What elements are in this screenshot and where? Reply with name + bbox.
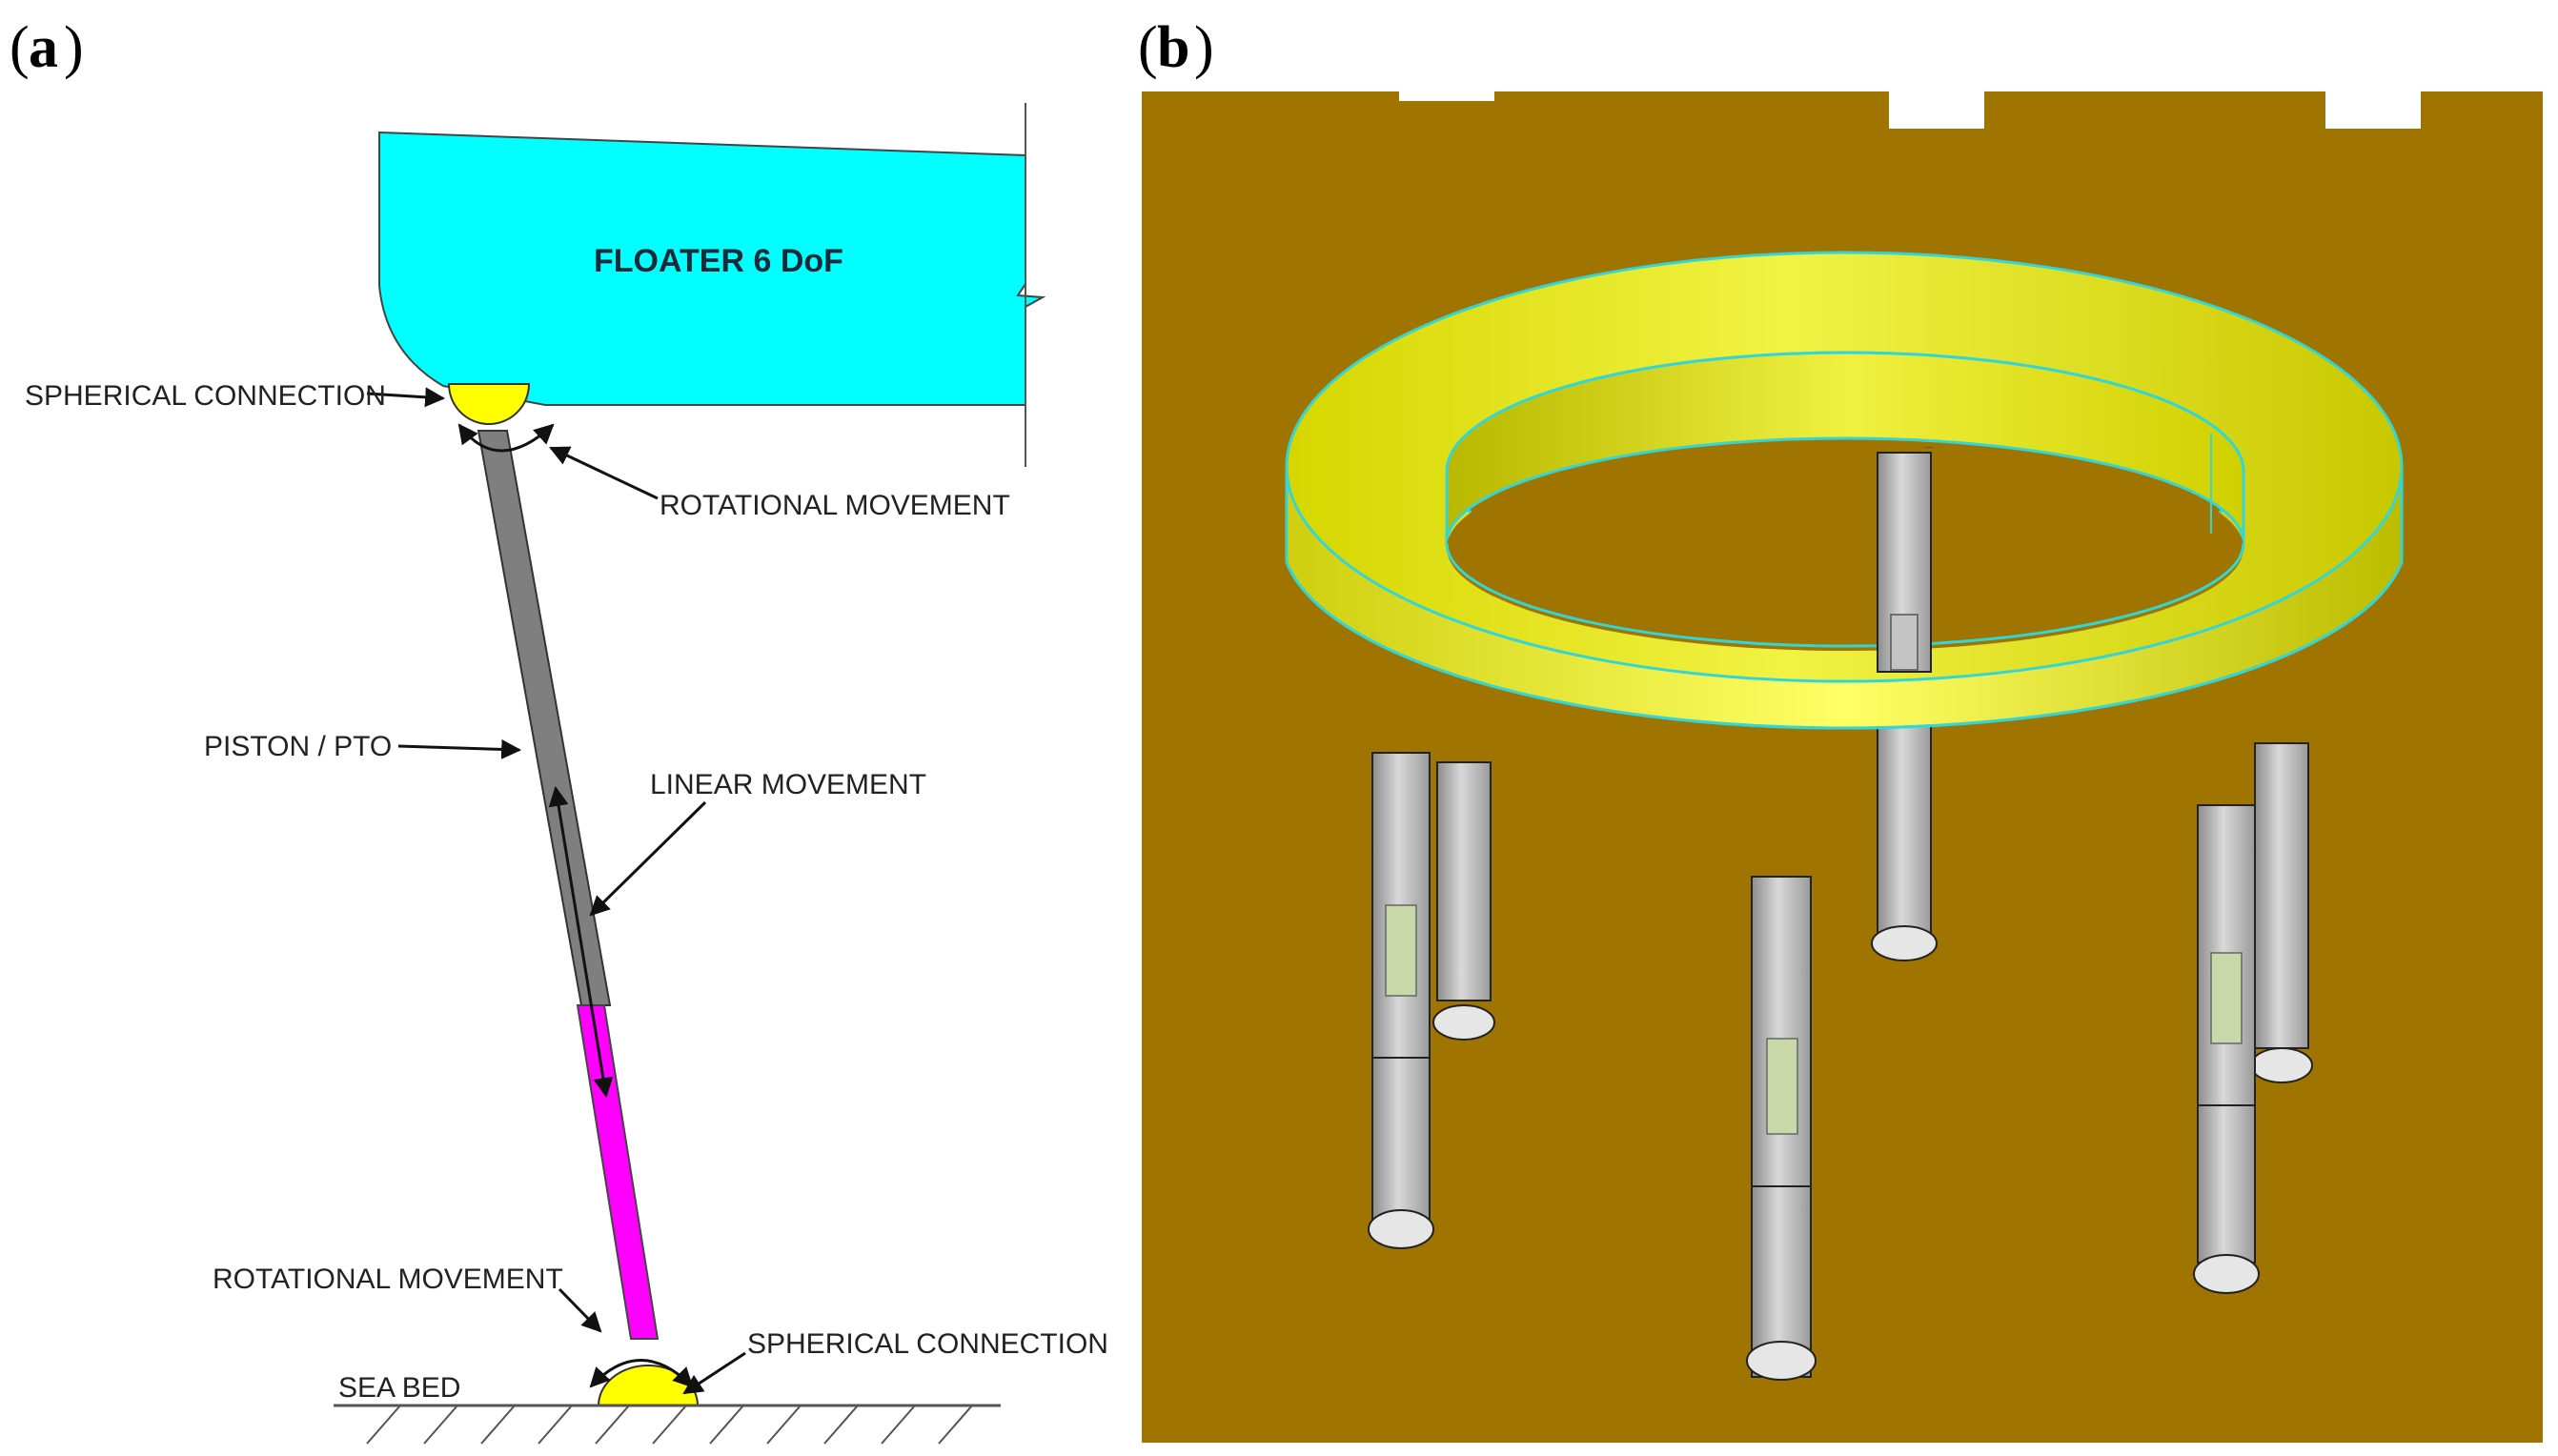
spherical-top-leader: [366, 387, 446, 408]
label-spherical-connection-top: SPHERICAL CONNECTION: [25, 380, 386, 412]
sea-bed-hatching: [366, 1405, 973, 1445]
spherical-bottom-leader: [682, 1351, 746, 1395]
piston-leader: [397, 738, 522, 759]
torus-hole-rim: [1445, 542, 2245, 648]
panel-a-letter-open: (: [10, 15, 30, 80]
panel-b-letter: b: [1157, 15, 1189, 80]
panel-a: ( a ) FLOATER 6 DoF: [10, 15, 1108, 1445]
leg-front-left: [1368, 752, 1434, 1249]
label-sea-bed: SEA BED: [338, 1372, 460, 1404]
leg-through-hole: [1877, 452, 1932, 673]
leg-back-left: [1432, 761, 1495, 1041]
label-linear-movement: LINEAR MOVEMENT: [650, 769, 926, 800]
panel-a-letter: a: [29, 15, 58, 80]
top-spherical-joint: [447, 383, 531, 425]
torus-front-rim: [1285, 561, 2404, 730]
rotational-top-leader: [549, 446, 659, 500]
rotational-bottom-leader: [558, 1287, 602, 1333]
bottom-rotation-arc: [589, 1359, 694, 1388]
top-rotation-arc: [457, 423, 555, 453]
torus-hole: [1447, 445, 2243, 651]
leg-front-right: [2193, 804, 2260, 1294]
panel-b-letter-open: (: [1138, 15, 1158, 80]
label-spherical-connection-bottom: SPHERICAL CONNECTION: [747, 1328, 1108, 1360]
panel-a-letter-close: ): [64, 15, 84, 80]
floater-label: FLOATER 6 DoF: [594, 243, 843, 279]
leg-front-center: [1746, 876, 1817, 1381]
piston-cylinder: [477, 430, 612, 1006]
label-rotational-movement-bottom: ROTATIONAL MOVEMENT: [213, 1264, 563, 1295]
label-rotational-movement-top: ROTATIONAL MOVEMENT: [660, 490, 1010, 521]
linear-leader: [589, 800, 707, 917]
label-piston-pto: PISTON / PTO: [204, 731, 392, 762]
floater-hull: [378, 131, 1046, 406]
piston-rod: [576, 1004, 660, 1340]
leg-back-right: [2250, 742, 2313, 1083]
panel-b-letter-close: ): [1194, 15, 1214, 80]
bottom-spherical-joint: [597, 1365, 700, 1406]
linear-movement-arrow: [548, 785, 614, 1099]
panel-b: ( b ): [1138, 15, 2543, 1443]
